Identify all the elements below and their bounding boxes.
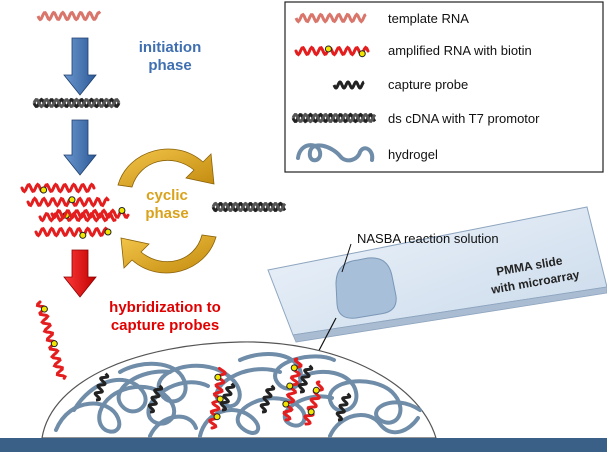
legend-amplified-rna-symbol: [294, 45, 370, 57]
biotin-dot: [214, 373, 222, 381]
biotin-dot: [312, 386, 320, 394]
hybridization-label-2: capture probes: [111, 317, 219, 334]
capture-probe-1: [147, 384, 164, 414]
biotin-dot: [307, 408, 315, 416]
biotin-dot: [290, 364, 298, 372]
legend-label-amplified-rna: amplified RNA with biotin: [388, 43, 532, 58]
capture-probe-5: [297, 364, 314, 394]
reaction-droplet: [335, 257, 397, 319]
strands: [20, 10, 287, 380]
hydrogel-strand-4: [72, 369, 172, 414]
legend-hydrogel-symbol: [296, 143, 375, 163]
biotin-dot: [104, 228, 112, 236]
amplified-rna-4: [34, 226, 110, 238]
biotin-dot: [40, 186, 48, 194]
cyclic-phase-label-2: phase: [145, 205, 188, 222]
hydrogel-strand-3: [298, 369, 422, 425]
biotin-dot: [50, 340, 58, 348]
template-rna: [36, 10, 102, 22]
hydrogel-strand-7: [328, 413, 420, 438]
ds-cdna-strand-2: [32, 97, 121, 109]
capture-probe-3: [259, 384, 276, 414]
cyclic-phase-label-1: cyclic: [146, 187, 188, 204]
initiation-phase-label-1: initiation: [139, 39, 202, 56]
capture-probe-0: [93, 372, 110, 402]
legend-ds-cdna-symbol-strand-2: [291, 112, 377, 124]
substrate-base: [0, 438, 607, 452]
biotin-dot: [68, 196, 76, 204]
legend-symbols: [291, 12, 377, 163]
legend-label-hydrogel: hydrogel: [388, 147, 438, 162]
amplified-rna-3: [38, 211, 117, 223]
legend-label-capture-probe: capture probe: [388, 77, 468, 92]
cyclic-arrow-bottom: [120, 234, 217, 274]
hybridized-rna-3: [303, 380, 324, 426]
reaction-pointer: [341, 243, 352, 273]
biotin-dot: [79, 231, 87, 239]
ds-cdna-cyclic-strand-2: [211, 201, 287, 213]
amplified-rna-1: [20, 182, 96, 194]
biotin-dot: [216, 395, 224, 403]
initiation-phase-label-2: phase: [148, 57, 191, 74]
legend-label-template-rna: template RNA: [388, 11, 469, 26]
initiation-arrow-2: [63, 119, 97, 176]
hydrogel-strand-2: [198, 394, 334, 438]
capture-probe-2: [219, 382, 236, 412]
capture-probe-4: [335, 392, 352, 422]
hybridization-label-1: hybridization to: [109, 299, 221, 316]
legend-label-ds-cdna: ds cDNA with T7 promotor: [388, 111, 540, 126]
biotin-dot: [358, 50, 366, 58]
biotin-dot: [286, 382, 294, 390]
pmma-slide-edge: [292, 286, 607, 343]
hybridization-arrow: [63, 249, 97, 298]
biotin-dot: [213, 413, 221, 421]
biotin-dot: [324, 45, 332, 53]
legend-ds-cdna-symbol: [291, 112, 377, 124]
legend-capture-probe-symbol: [332, 80, 365, 90]
legend-template-rna-symbol: [294, 12, 367, 24]
nasba-reaction-label: NASBA reaction solution: [357, 231, 499, 246]
biotin-dot: [118, 207, 126, 215]
free-amplified-rna: [35, 300, 68, 380]
hydrogel-network: [54, 352, 422, 438]
biotin-dot: [282, 400, 290, 408]
initiation-arrow-1: [63, 37, 97, 96]
amplified-rna-2: [26, 196, 110, 208]
cyclic-arrow-top: [117, 148, 215, 188]
amplified-rna-5: [50, 208, 130, 220]
biotin-dot: [40, 305, 48, 313]
hydrogel-strand-6: [148, 414, 198, 438]
